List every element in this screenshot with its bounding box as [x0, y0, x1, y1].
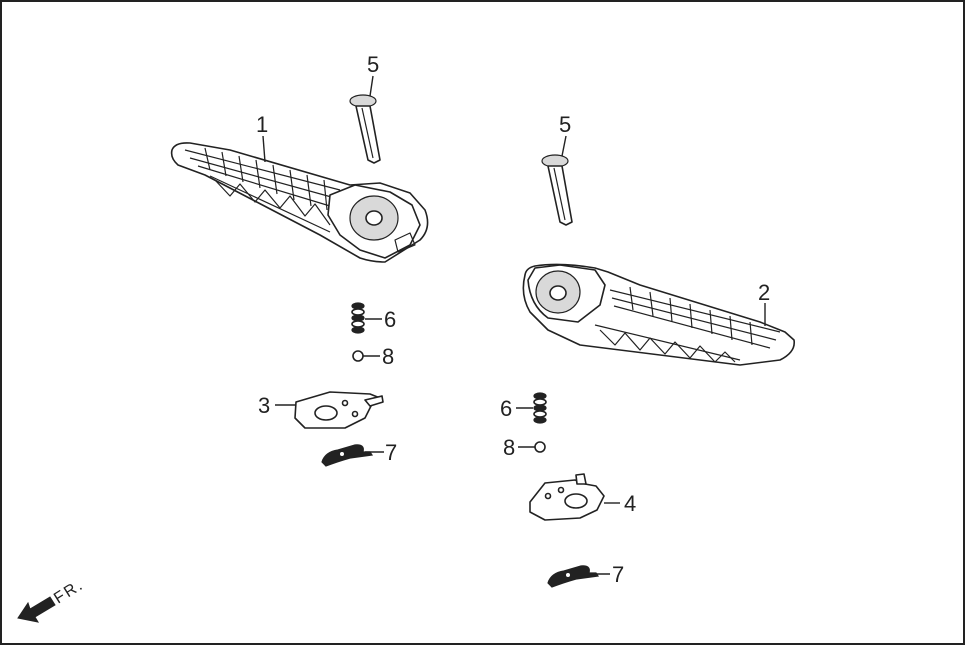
callout-3: 3	[258, 393, 270, 418]
leader-1	[262, 135, 266, 163]
callout-1: 1	[256, 112, 268, 137]
callout-8a: 8	[382, 344, 394, 369]
front-arrow-icon	[17, 596, 56, 623]
ball-right-part-8	[534, 441, 546, 453]
leader-5b	[561, 135, 567, 157]
callout-6b: 6	[500, 396, 512, 421]
leader-5a	[369, 75, 374, 97]
spring-right-part-6	[533, 392, 547, 424]
footpeg-left-part-1	[170, 142, 429, 263]
callout-2: 2	[758, 280, 770, 305]
spring-left-part-6	[351, 302, 365, 334]
pin-left-part-5	[349, 94, 381, 164]
callout-6a: 6	[384, 307, 396, 332]
footpeg-right-part-2	[522, 263, 796, 366]
callout-5a: 5	[367, 52, 379, 77]
pin-right-part-5	[541, 154, 573, 226]
plate-right-part-4	[529, 473, 605, 521]
plate-left-part-3	[294, 391, 384, 429]
callout-4: 4	[624, 491, 636, 516]
callout-8b: 8	[503, 435, 515, 460]
r-clip-left-part-7	[321, 444, 374, 467]
ball-left-part-8	[352, 350, 364, 362]
front-direction-indicator: FR.	[17, 576, 87, 623]
callout-7a: 7	[385, 440, 397, 465]
callout-7b: 7	[612, 562, 624, 587]
callout-5b: 5	[559, 112, 571, 137]
front-label: FR.	[51, 576, 87, 607]
r-clip-right-part-7	[547, 565, 600, 588]
